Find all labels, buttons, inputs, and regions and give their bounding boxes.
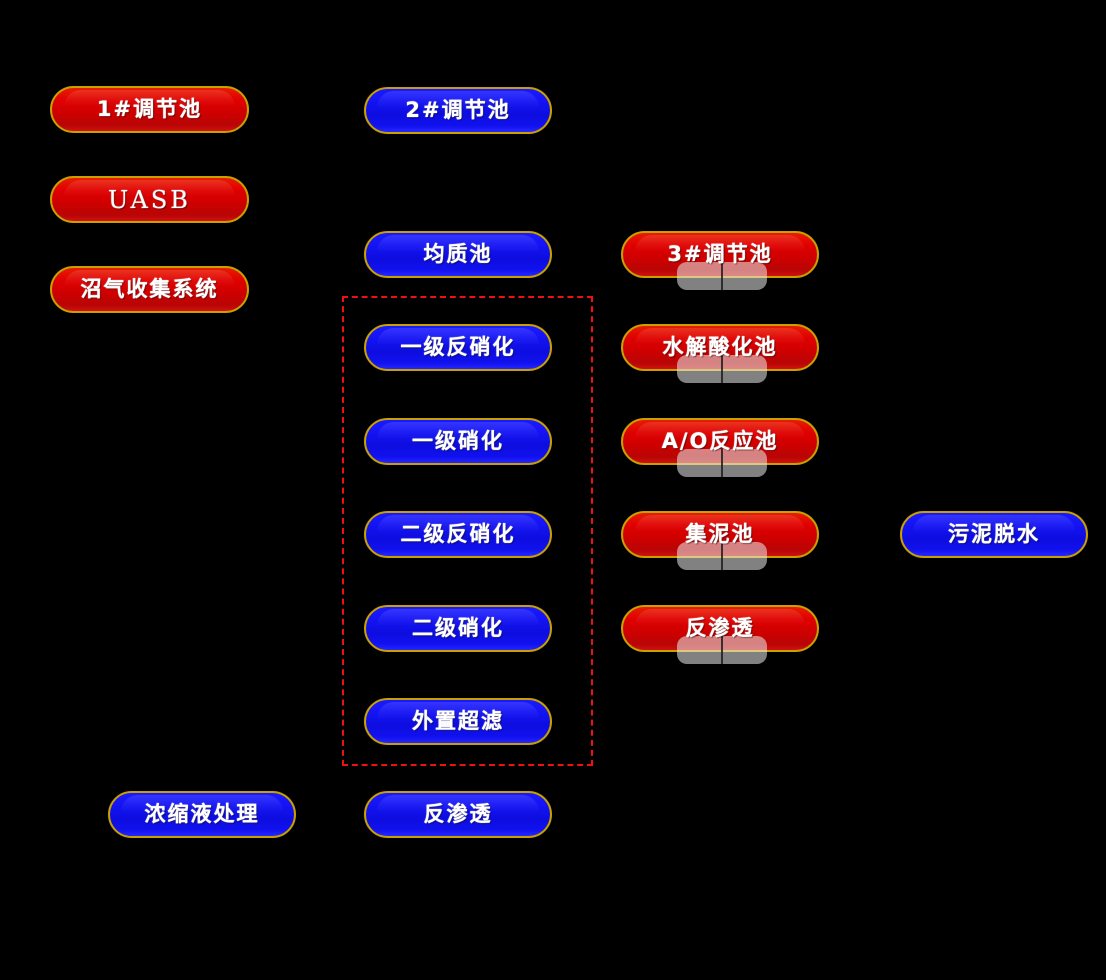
process-node-label: A/O反应池: [661, 429, 779, 453]
process-node-label: 外置超滤: [412, 709, 504, 733]
process-node-label: UASB: [108, 185, 191, 214]
process-node-label: 反渗透: [685, 616, 755, 640]
process-node-label: 污泥脱水: [948, 522, 1040, 546]
process-node-n01[interactable]: 1#调节池: [50, 86, 249, 133]
process-node-n14[interactable]: 水解酸化池: [621, 324, 819, 383]
process-node-label: 反渗透: [423, 802, 493, 826]
process-node-label: 3#调节池: [667, 242, 773, 266]
process-node-label: 二级硝化: [412, 616, 504, 640]
process-node-n15[interactable]: A/O反应池: [621, 418, 819, 477]
process-node-label: 沼气收集系统: [80, 277, 219, 301]
process-node-n16[interactable]: 集泥池: [621, 511, 819, 570]
process-node-n18[interactable]: 污泥脱水: [900, 511, 1088, 558]
process-node-label: 均质池: [423, 242, 493, 266]
node-connector-plate: [677, 262, 767, 290]
process-node-n05[interactable]: 2#调节池: [364, 87, 552, 134]
process-node-n07[interactable]: 一级反硝化: [364, 324, 552, 371]
process-node-n04[interactable]: 浓缩液处理: [108, 791, 296, 838]
process-node-label: 一级硝化: [412, 429, 504, 453]
process-node-n12[interactable]: 反渗透: [364, 791, 552, 838]
node-connector-plate: [677, 355, 767, 383]
node-connector-plate: [677, 449, 767, 477]
process-node-label: 一级反硝化: [400, 335, 516, 359]
process-node-label: 水解酸化池: [662, 335, 778, 359]
node-connector-plate: [677, 636, 767, 664]
process-node-n02[interactable]: UASB: [50, 176, 249, 223]
process-node-label: 2#调节池: [405, 98, 511, 122]
process-node-n11[interactable]: 外置超滤: [364, 698, 552, 745]
process-node-n09[interactable]: 二级反硝化: [364, 511, 552, 558]
process-node-n10[interactable]: 二级硝化: [364, 605, 552, 652]
process-node-label: 集泥池: [685, 522, 755, 546]
process-node-n06[interactable]: 均质池: [364, 231, 552, 278]
node-connector-plate: [677, 542, 767, 570]
process-node-label: 二级反硝化: [400, 522, 516, 546]
process-node-label: 浓缩液处理: [144, 802, 260, 826]
process-node-n08[interactable]: 一级硝化: [364, 418, 552, 465]
process-node-n03[interactable]: 沼气收集系统: [50, 266, 249, 313]
process-node-n13[interactable]: 3#调节池: [621, 231, 819, 290]
process-node-n17[interactable]: 反渗透: [621, 605, 819, 664]
process-node-label: 1#调节池: [96, 97, 203, 121]
